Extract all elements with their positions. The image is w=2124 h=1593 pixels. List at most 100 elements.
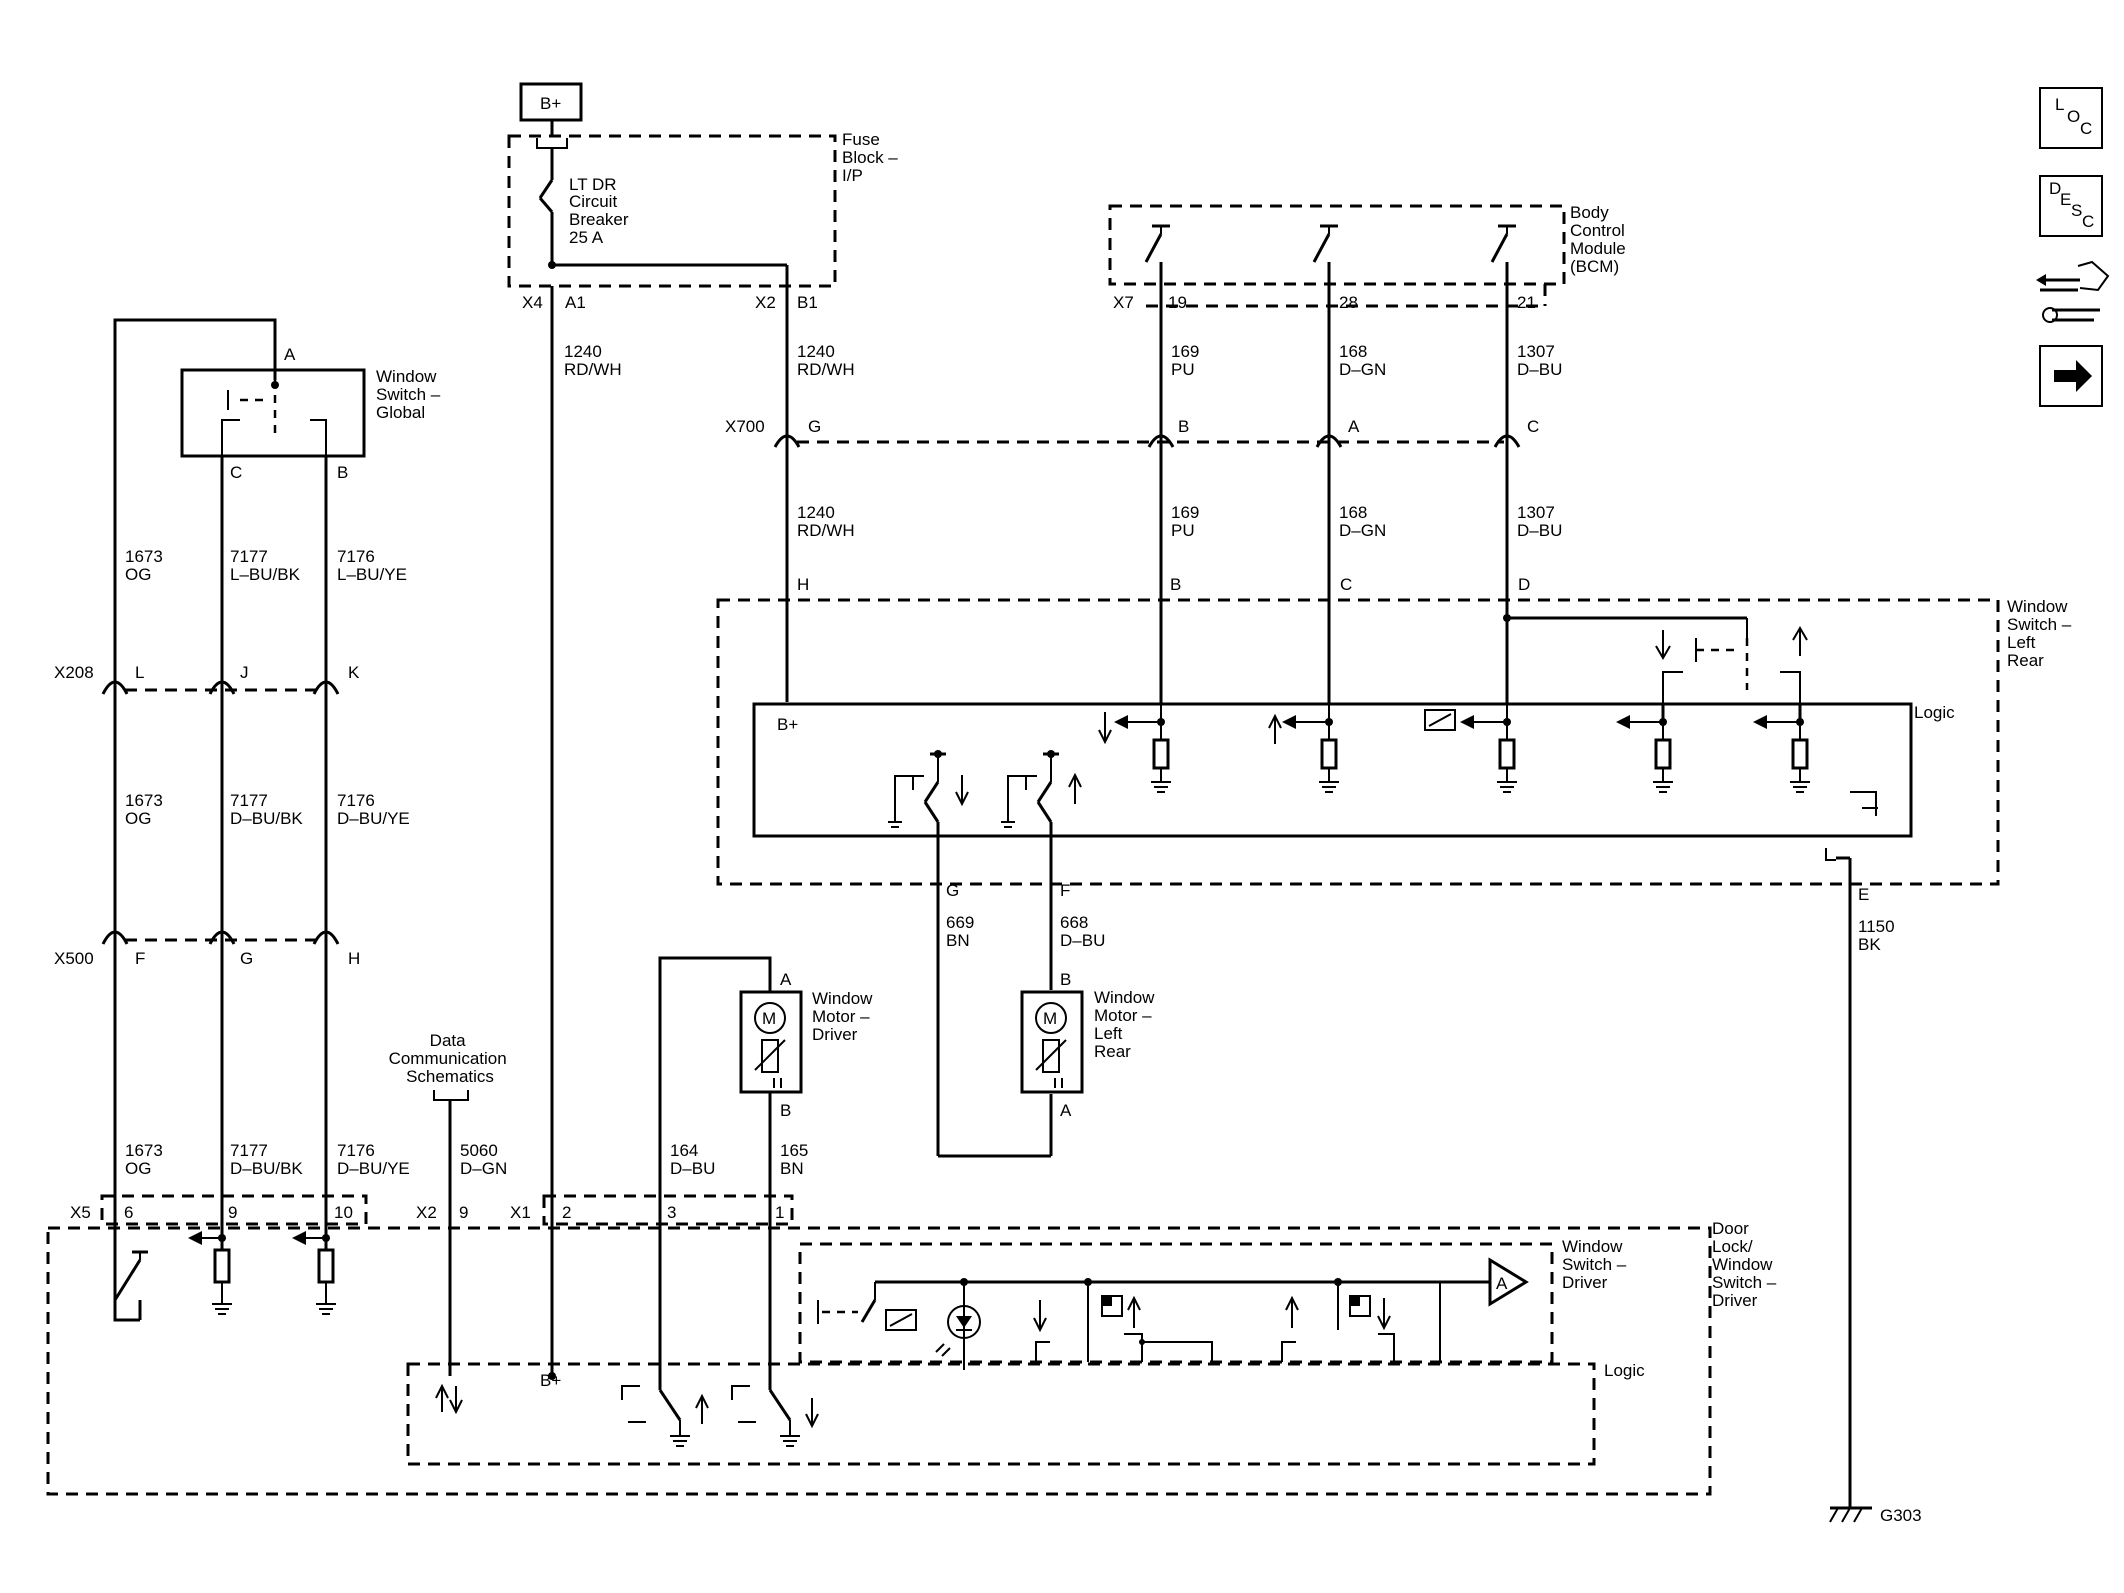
x208-pin-k: K	[348, 663, 360, 682]
data-comm-label: Data Communication Schematics	[389, 1031, 512, 1086]
x700-pin-a: A	[1348, 417, 1360, 436]
svg-text:O: O	[2067, 107, 2080, 126]
bcm-pin-21: 21	[1517, 293, 1536, 312]
x4-label: X4	[522, 293, 543, 312]
lr-switch-title: Window Switch – Left Rear	[2007, 597, 2076, 670]
motor-lr-symbol: M	[1043, 1009, 1057, 1028]
amplifier-label: A	[1496, 1274, 1508, 1293]
ground-g303: G303	[1829, 1506, 1922, 1525]
lr-inputs	[1126, 702, 1810, 793]
window-motor-driver: M A B Window Motor – Driver	[739, 970, 873, 1120]
global-pin-b: B	[337, 463, 348, 482]
connector-x500: X500 F G H	[54, 930, 360, 968]
svg-text:D: D	[2049, 179, 2061, 198]
x500-pin-h: H	[348, 949, 360, 968]
x700-pin-c: C	[1527, 417, 1539, 436]
svg-text:C: C	[2080, 119, 2092, 138]
wire-164	[658, 956, 772, 1390]
global-switch-title: Window Switch – Global	[376, 367, 445, 422]
x1-pin-3: 3	[667, 1203, 676, 1222]
motor-driver-symbol: M	[762, 1009, 776, 1028]
motor-driver-pin-a: A	[780, 970, 792, 989]
x1-pin-2: 2	[562, 1203, 571, 1222]
svg-text:E: E	[2060, 190, 2071, 209]
svg-text:L: L	[2055, 95, 2064, 114]
x5-pin-6: 6	[124, 1203, 133, 1222]
x700-pin-b: B	[1178, 417, 1189, 436]
door-lock-window-switch-driver: X5 6 9 10 X2 9 X1 2 3 1 Door Lock/ Windo…	[46, 1194, 1777, 1496]
svg-text:S: S	[2071, 201, 2082, 220]
driver-switch-title: Window Switch – Driver	[1562, 1237, 1631, 1292]
led-indicator	[935, 1282, 981, 1370]
window-express-icon-1	[1101, 1295, 1123, 1317]
x7-label: X7	[1113, 293, 1134, 312]
desc-icon[interactable]: D E S C	[2039, 175, 2103, 237]
svg-text:C: C	[2082, 212, 2094, 231]
x2-label: X2	[755, 293, 776, 312]
motor-lr-pin-a: A	[1060, 1101, 1072, 1120]
x5-pin-9: 9	[228, 1203, 237, 1222]
lr-pin-c: C	[1340, 575, 1352, 594]
driver-bplus-label: B+	[540, 1371, 561, 1390]
global-pin-a: A	[284, 345, 296, 364]
motor-lr-title: Window Motor – Left Rear	[1094, 988, 1159, 1061]
next-icon[interactable]	[2039, 345, 2103, 407]
motor-driver-pin-b: B	[780, 1101, 791, 1120]
ground-label: G303	[1880, 1506, 1922, 1525]
battery-source: B+	[519, 82, 583, 122]
connector-x700: X700 G B A C	[725, 417, 1539, 448]
x500-pin-g: G	[240, 949, 253, 968]
wire-1240-right-label: 1240 RD/WH	[797, 342, 855, 379]
x1-pin-1: 1	[775, 1203, 784, 1222]
x208-label: X208	[54, 663, 94, 682]
global-pin-c: C	[230, 463, 242, 482]
lr-bplus-label: B+	[777, 715, 798, 734]
connector-x208: X208 L J K	[54, 663, 360, 695]
motor-lr-pin-b: B	[1060, 970, 1071, 989]
loc-icon[interactable]: L O C	[2039, 87, 2103, 149]
x700-label: X700	[725, 417, 765, 436]
window-express-icon-2	[1349, 1295, 1371, 1317]
lr-pin-f: F	[1060, 881, 1070, 900]
b1-label: B1	[797, 293, 818, 312]
x700-pin-g: G	[808, 417, 821, 436]
battery-label: B+	[540, 94, 561, 113]
lr-pin-h: H	[797, 575, 809, 594]
fuse-block: Fuse Block – I/P LT DR Circuit Breaker 2…	[507, 120, 902, 312]
x2-pin-9: 9	[459, 1203, 468, 1222]
window-lockout-icon	[1424, 709, 1456, 731]
bcm-pin-28: 28	[1339, 293, 1358, 312]
x1-label: X1	[510, 1203, 531, 1222]
lr-logic-label: Logic	[1914, 703, 1955, 722]
connector-repair-icon[interactable]	[2036, 260, 2110, 323]
lr-pin-e: E	[1858, 885, 1869, 904]
lr-pin-g: G	[946, 881, 959, 900]
body-control-module: Body Control Module (BCM) X7 19 28 21	[1108, 203, 1626, 312]
driver-logic-label: Logic	[1604, 1361, 1645, 1380]
window-switch-left-rear: Window Switch – Left Rear H B C D B+ Log…	[716, 575, 2076, 886]
a1-label: A1	[565, 293, 586, 312]
x5-pin-10: 10	[334, 1203, 353, 1222]
circuit-breaker-label: LT DR Circuit Breaker 25 A	[569, 175, 633, 247]
x500-pin-f: F	[135, 949, 145, 968]
wire-1240-left-label: 1240 RD/WH	[564, 342, 622, 379]
window-motor-left-rear: M B A Window Motor – Left Rear	[1020, 970, 1159, 1120]
fuse-block-title: Fuse Block – I/P	[842, 130, 902, 185]
